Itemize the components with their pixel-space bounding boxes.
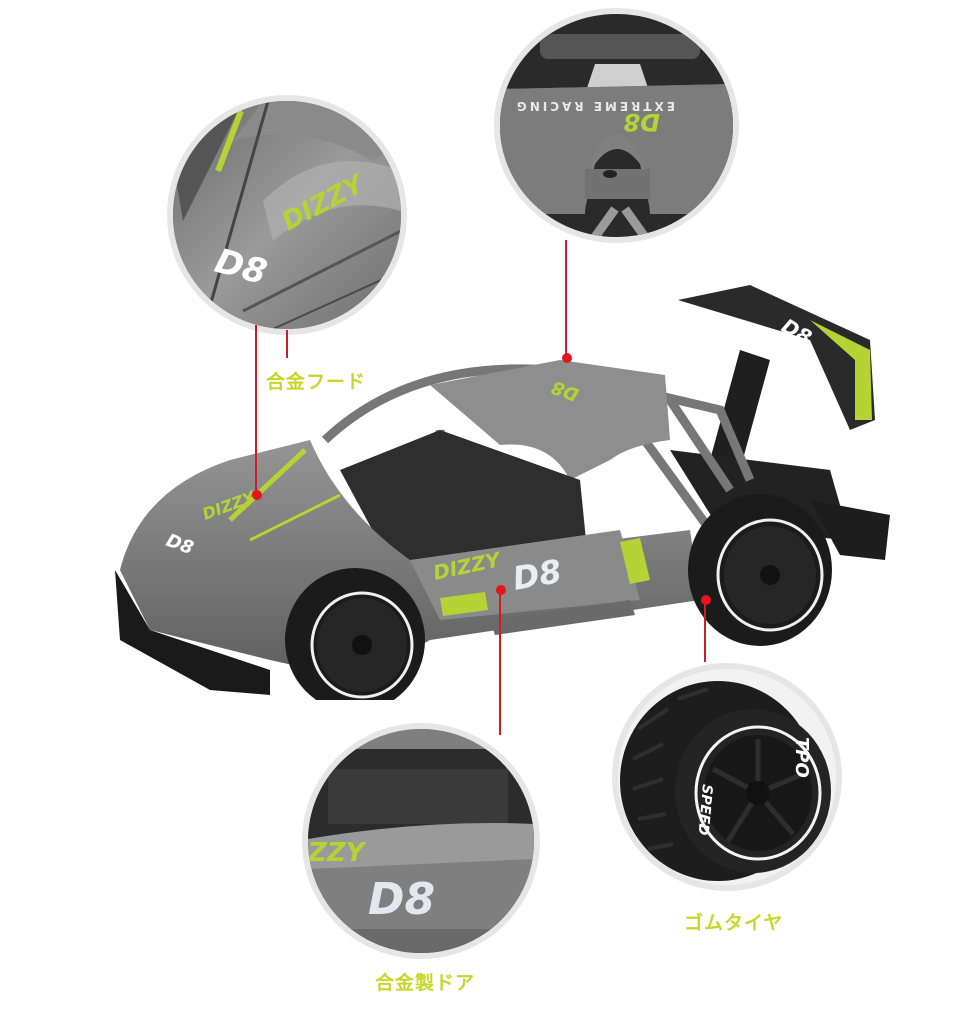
tire-label: ゴムタイヤ xyxy=(684,912,784,934)
roof-closeup-image: EXTREME RACING D8 xyxy=(500,14,733,237)
door-detail-circle: ZZY D8 xyxy=(302,723,540,959)
rc-car-image: D8 D8 DIZZY D8 DIZZY D8 xyxy=(115,285,890,700)
hood-detail-circle: DIZZY D8 xyxy=(167,95,407,335)
hood-callout-dot xyxy=(252,490,262,500)
door-closeup-dizzy-text: ZZY xyxy=(308,838,368,868)
roof-callout-line xyxy=(565,240,567,358)
roof-d8-text: D8 xyxy=(623,108,660,136)
tire-callout-dot xyxy=(701,595,711,605)
roof-panel xyxy=(430,360,670,480)
door-callout-dot xyxy=(496,585,506,595)
rear-wheel xyxy=(688,494,832,646)
door-label: 合金製ドア xyxy=(375,972,476,994)
front-wheel xyxy=(285,568,425,700)
door-callout-line xyxy=(499,590,501,735)
door-d8-text: D8 xyxy=(510,552,565,598)
door-closeup-image: ZZY D8 xyxy=(308,729,534,953)
hood-callout-line xyxy=(255,325,257,495)
tire-callout-line xyxy=(704,600,706,662)
door-closeup-d8-text: D8 xyxy=(368,874,435,925)
roof-detail-circle: EXTREME RACING D8 xyxy=(494,8,739,243)
hood-closeup-image: DIZZY D8 xyxy=(173,101,401,329)
extreme-racing-text: EXTREME RACING xyxy=(514,99,675,113)
tire-detail-circle: TPO SPEED xyxy=(612,663,842,891)
hood-label-tick xyxy=(286,330,288,358)
tire-speed-text: SPEED xyxy=(695,784,715,836)
rear-wing xyxy=(678,285,875,430)
roof-callout-dot xyxy=(562,353,572,363)
hood-label: 合金フード xyxy=(266,371,367,393)
tire-closeup-image: TPO SPEED xyxy=(618,669,836,885)
tire-tpo-text: TPO xyxy=(791,737,812,778)
